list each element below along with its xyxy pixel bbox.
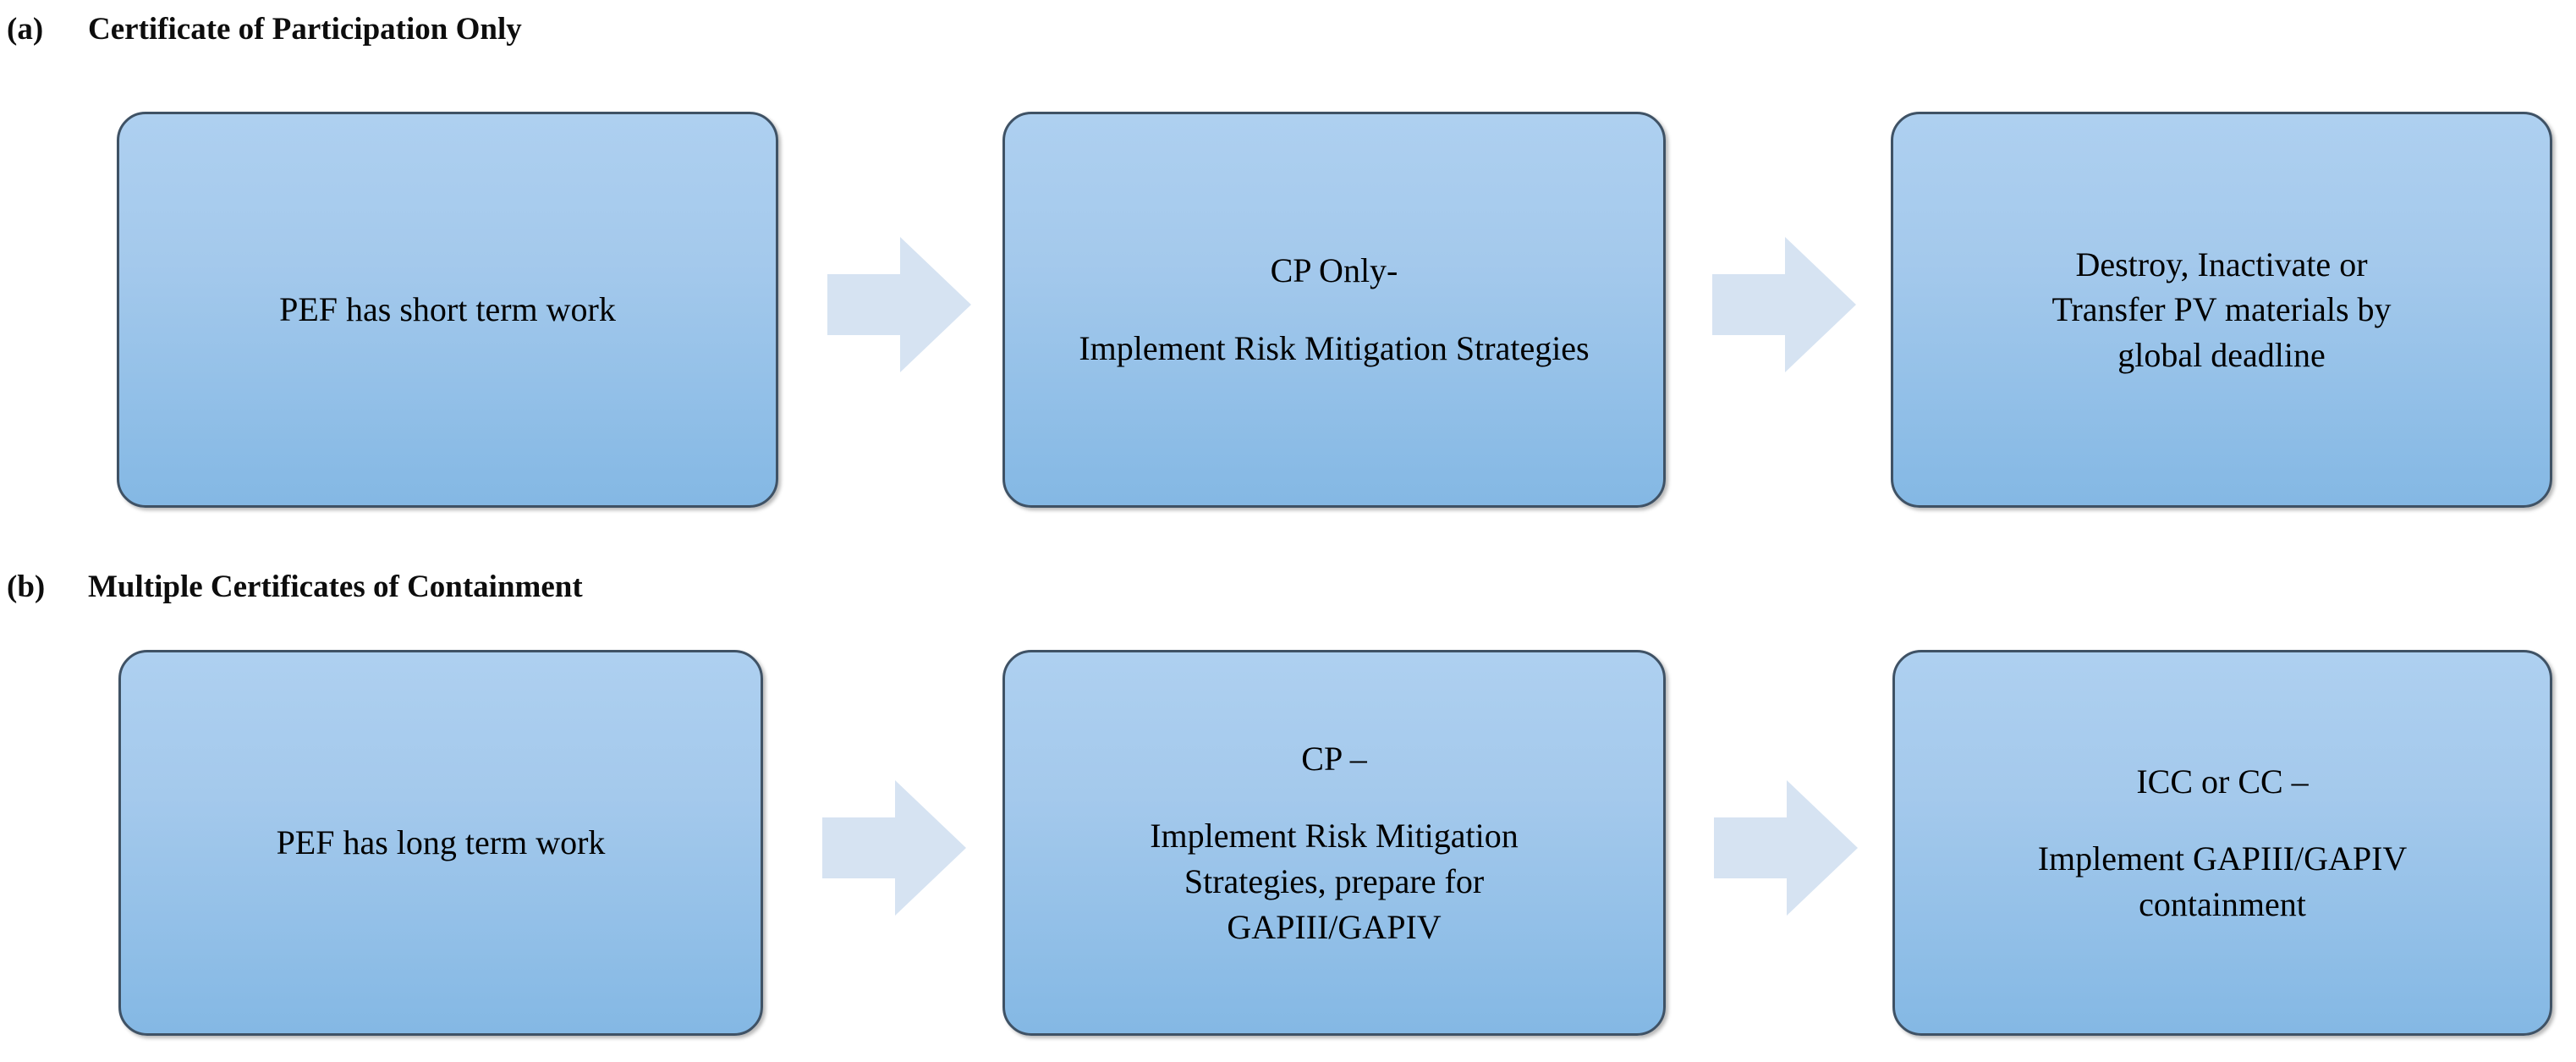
section-tag-a: (a) — [7, 12, 44, 47]
flow-step-b2[interactable]: CP – Implement Risk Mitigation Strategie… — [1002, 650, 1666, 1036]
flow-step-b3-line3: containment — [2139, 884, 2306, 923]
flow-step-b3-line1: ICC or CC – — [2136, 762, 2309, 801]
flow-step-a1[interactable]: PEF has short term work — [117, 112, 778, 508]
line-gap — [1917, 804, 2528, 836]
section-caption-b: (b) Multiple Certificates of Containment — [7, 571, 583, 603]
flow-step-b1-text: PEF has long term work — [143, 820, 739, 866]
flow-step-b2-text: CP – Implement Risk Mitigation Strategie… — [1027, 736, 1641, 949]
flow-step-a2-line2: Implement Risk Mitigation — [1079, 329, 1447, 367]
flow-step-b2-line2: Implement Risk Mitigation — [1150, 817, 1519, 856]
flow-step-a3-line1: Destroy, Inactivate or — [2075, 245, 2368, 283]
flow-step-a3-line3: global deadline — [2117, 335, 2326, 374]
flow-step-a3[interactable]: Destroy, Inactivate or Transfer PV mater… — [1891, 112, 2552, 508]
flow-step-b1[interactable]: PEF has long term work — [118, 650, 763, 1036]
right-block-arrow-icon — [1714, 780, 1858, 916]
flow-step-b2-line3: Strategies, prepare for — [1184, 862, 1485, 900]
flow-step-b3-text: ICC or CC – Implement GAPIII/GAPIV conta… — [1917, 759, 2528, 927]
flow-step-a2-line3: Strategies — [1455, 329, 1590, 367]
flow-step-b3[interactable]: ICC or CC – Implement GAPIII/GAPIV conta… — [1892, 650, 2552, 1036]
section-title-b: Multiple Certificates of Containment — [88, 570, 583, 604]
flow-step-b3-line2: Implement GAPIII/GAPIV — [2037, 839, 2408, 878]
right-block-arrow-icon — [822, 780, 966, 916]
right-block-arrow-icon — [1712, 237, 1856, 372]
right-block-arrow-icon — [827, 237, 971, 372]
section-tag-b: (b) — [7, 570, 46, 604]
flow-step-b1-line1: PEF has long term work — [276, 823, 606, 862]
flow-step-b2-line4: GAPIII/GAPIV — [1227, 907, 1442, 946]
flow-step-a2-line1: CP Only- — [1270, 251, 1398, 290]
section-caption-a: (a) Certificate of Participation Only — [7, 14, 522, 45]
flow-step-a2-text: CP Only- Implement Risk Mitigation Strat… — [1027, 248, 1641, 371]
flow-step-a3-text: Destroy, Inactivate or Transfer PV mater… — [1915, 242, 2528, 378]
flow-step-a1-line1: PEF has short term work — [279, 290, 616, 329]
line-gap — [1027, 781, 1641, 813]
flow-step-a2[interactable]: CP Only- Implement Risk Mitigation Strat… — [1002, 112, 1666, 508]
flow-step-b2-line1: CP – — [1301, 739, 1367, 778]
section-title-a: Certificate of Participation Only — [88, 12, 522, 47]
flow-step-a3-line2: Transfer PV materials by — [2051, 290, 2392, 329]
line-gap — [1027, 294, 1641, 326]
flow-step-a1-text: PEF has short term work — [141, 287, 754, 333]
